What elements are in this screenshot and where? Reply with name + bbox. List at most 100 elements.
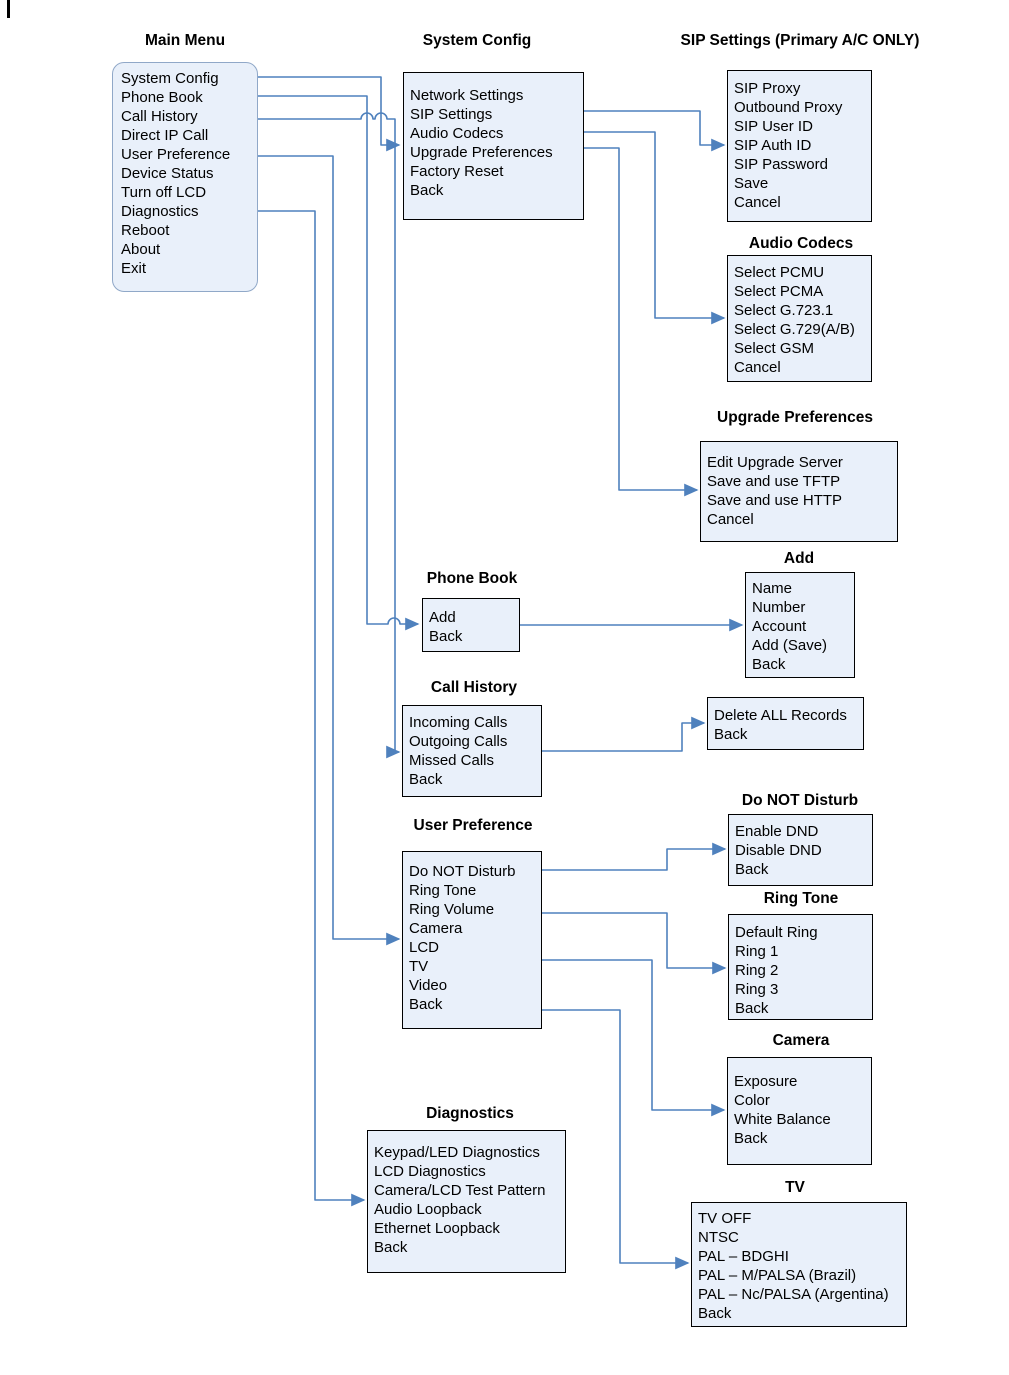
- connector-system-config-to-sip: [584, 110, 726, 152]
- menu-item-outgoing-calls: Outgoing Calls: [409, 733, 508, 750]
- menu-item-back: Back: [409, 771, 443, 788]
- menu-item-reboot: Reboot: [121, 222, 170, 239]
- connector-main-to-system-config: [258, 76, 401, 152]
- menu-item-device-status: Device Status: [121, 165, 214, 182]
- menu-item-select-gsm: Select GSM: [734, 340, 815, 357]
- connector-main-to-phone-book: [258, 95, 420, 631]
- menu-item-do-not-disturb: Do NOT Disturb: [409, 863, 516, 880]
- menu-item-back: Back: [735, 1000, 769, 1017]
- menu-item-add-save: Add (Save): [752, 637, 828, 654]
- box-camera: Exposure Color White Balance Back: [727, 1057, 872, 1165]
- menu-item-cancel: Cancel: [734, 194, 781, 211]
- connector-main-to-diagnostics: [258, 210, 366, 1207]
- box-phone-book: Add Back: [422, 598, 520, 652]
- menu-item-exposure: Exposure: [734, 1073, 798, 1090]
- menu-item-ethernet-loopback: Ethernet Loopback: [374, 1220, 500, 1237]
- title-user-preference: User Preference: [413, 817, 533, 834]
- title-call-history: Call History: [430, 679, 518, 696]
- title-audio-codecs: Audio Codecs: [748, 235, 854, 252]
- menu-item-camera: Camera: [409, 920, 463, 937]
- menu-item-cancel: Cancel: [734, 359, 781, 376]
- menu-item-factory-reset: Factory Reset: [410, 163, 504, 180]
- title-do-not-disturb: Do NOT Disturb: [741, 792, 859, 809]
- menu-item-audio-loopback: Audio Loopback: [374, 1201, 482, 1218]
- menu-item-tv-off: TV OFF: [698, 1210, 752, 1227]
- menu-item-exit: Exit: [121, 260, 147, 277]
- connector-user-preference-to-ring-tone: [542, 912, 727, 975]
- menu-item-ntsc: NTSC: [698, 1229, 739, 1246]
- menu-item-select-pcma: Select PCMA: [734, 283, 824, 300]
- menu-item-name: Name: [752, 580, 793, 597]
- menu-item-save-use-tftp: Save and use TFTP: [707, 473, 841, 490]
- menu-item-camera-lcd-test: Camera/LCD Test Pattern: [374, 1182, 546, 1199]
- menu-item-sip-user-id: SIP User ID: [734, 118, 813, 135]
- box-system-config: Network Settings SIP Settings Audio Code…: [403, 72, 584, 220]
- box-ring-tone: Default Ring Ring 1 Ring 2 Ring 3 Back: [728, 914, 873, 1020]
- menu-item-outbound-proxy: Outbound Proxy: [734, 99, 843, 116]
- menu-item-ring-2: Ring 2: [735, 962, 779, 979]
- menu-item-color: Color: [734, 1092, 770, 1109]
- menu-item-lcd: LCD: [409, 939, 440, 956]
- box-sip-settings: SIP Proxy Outbound Proxy SIP User ID SIP…: [727, 70, 872, 222]
- menu-item-enable-dnd: Enable DND: [735, 823, 819, 840]
- box-upgrade-preferences: Edit Upgrade Server Save and use TFTP Sa…: [700, 441, 898, 542]
- menu-item-select-g729: Select G.729(A/B): [734, 321, 855, 338]
- menu-item-add: Add: [429, 609, 456, 626]
- connector-call-history-to-delete: [542, 716, 706, 752]
- page-edge-artifact: [7, 0, 10, 18]
- menu-item-back: Back: [374, 1239, 408, 1256]
- box-call-history: Incoming Calls Outgoing Calls Missed Cal…: [402, 705, 542, 797]
- menu-item-user-preference: User Preference: [121, 146, 231, 163]
- menu-item-upgrade-preferences: Upgrade Preferences: [410, 144, 553, 161]
- menu-item-cancel: Cancel: [707, 511, 754, 528]
- menu-item-sip-password: SIP Password: [734, 156, 828, 173]
- menu-item-ring-1: Ring 1: [735, 943, 779, 960]
- menu-item-back: Back: [409, 996, 443, 1013]
- menu-item-keypad-led-diagnostics: Keypad/LED Diagnostics: [374, 1144, 540, 1161]
- menu-item-network-settings: Network Settings: [410, 87, 524, 104]
- menu-item-white-balance: White Balance: [734, 1111, 831, 1128]
- menu-item-sip-auth-id: SIP Auth ID: [734, 137, 812, 154]
- title-diagnostics: Diagnostics: [426, 1105, 514, 1122]
- title-camera: Camera: [772, 1032, 830, 1049]
- menu-item-system-config: System Config: [121, 70, 219, 87]
- box-delete-records: Delete ALL Records Back: [707, 697, 864, 750]
- menu-item-back: Back: [714, 726, 748, 743]
- box-tv: TV OFF NTSC PAL – BDGHI PAL – M/PALSA (B…: [691, 1202, 907, 1327]
- title-system-config: System Config: [422, 32, 532, 49]
- menu-item-missed-calls: Missed Calls: [409, 752, 495, 769]
- menu-item-lcd-diagnostics: LCD Diagnostics: [374, 1163, 486, 1180]
- menu-item-back: Back: [410, 182, 444, 199]
- connector-user-preference-to-dnd: [542, 842, 727, 871]
- menu-item-audio-codecs: Audio Codecs: [410, 125, 504, 142]
- menu-item-delete-all-records: Delete ALL Records: [714, 707, 847, 724]
- menu-item-back: Back: [734, 1130, 768, 1147]
- menu-item-incoming-calls: Incoming Calls: [409, 714, 508, 731]
- menu-item-edit-upgrade-server: Edit Upgrade Server: [707, 454, 843, 471]
- menu-item-number: Number: [752, 599, 806, 616]
- menu-item-select-g7231: Select G.723.1: [734, 302, 834, 319]
- menu-item-account: Account: [752, 618, 807, 635]
- menu-item-back: Back: [752, 656, 786, 673]
- connector-main-to-call-history: [258, 112, 401, 759]
- menu-item-back: Back: [698, 1305, 732, 1322]
- menu-item-save: Save: [734, 175, 769, 192]
- menu-item-pal-bdghi: PAL – BDGHI: [698, 1248, 789, 1265]
- title-upgrade-preferences: Upgrade Preferences: [717, 409, 873, 426]
- menu-item-phone-book: Phone Book: [121, 89, 203, 106]
- title-add: Add: [783, 550, 815, 567]
- menu-item-back: Back: [429, 628, 463, 645]
- menu-item-direct-ip-call: Direct IP Call: [121, 127, 209, 144]
- menu-item-disable-dnd: Disable DND: [735, 842, 822, 859]
- menu-item-ring-volume: Ring Volume: [409, 901, 495, 918]
- title-phone-book: Phone Book: [426, 570, 518, 587]
- menu-item-sip-proxy: SIP Proxy: [734, 80, 801, 97]
- menu-item-select-pcmu: Select PCMU: [734, 264, 825, 281]
- box-user-preference: Do NOT Disturb Ring Tone Ring Volume Cam…: [402, 851, 542, 1029]
- box-add: Name Number Account Add (Save) Back: [745, 572, 855, 678]
- menu-item-turn-off-lcd: Turn off LCD: [121, 184, 207, 201]
- box-audio-codecs: Select PCMU Select PCMA Select G.723.1 S…: [727, 255, 872, 382]
- connector-system-config-to-upgrade: [584, 147, 699, 497]
- box-main-menu: System Config Phone Book Call History Di…: [112, 62, 258, 292]
